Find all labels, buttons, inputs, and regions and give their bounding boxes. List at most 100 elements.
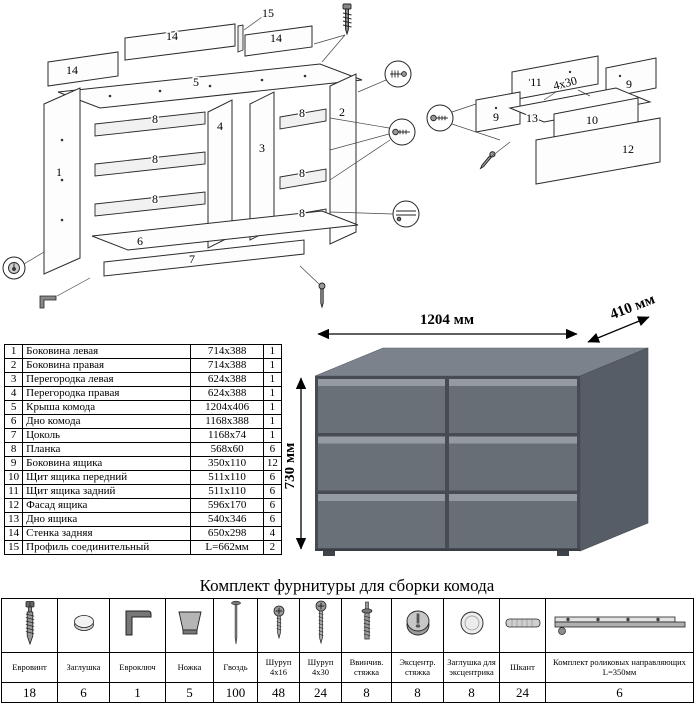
drawer-front: [449, 379, 577, 433]
parts-cell-size: 511х110: [190, 470, 264, 485]
parts-cell-size: 1168х74: [190, 428, 264, 443]
callout-label: 8: [152, 112, 158, 126]
drawer-fronts: [318, 379, 577, 548]
product-render: 1204 мм 410 мм 730 мм: [282, 291, 694, 585]
drawer-front: [318, 379, 445, 433]
screw-icon: [392, 128, 410, 136]
parts-cell-qty: 1: [262, 358, 283, 373]
carcass-diagram: [43, 16, 363, 277]
hardware-callouts: [2, 3, 420, 309]
dresser-side-face: [579, 347, 649, 552]
dresser-image: 1204 мм 410 мм 730 мм: [282, 291, 657, 556]
screw-icon: [479, 151, 496, 170]
side-panel-right-2: [329, 73, 357, 245]
parts-cell-size: 650х298: [190, 526, 264, 541]
callout-label: 5: [193, 75, 199, 89]
parts-cell-num: 12: [3, 498, 24, 513]
parts-cell-name: Дно ящика: [22, 512, 192, 527]
parts-cell-name: Планка: [22, 442, 192, 457]
parts-cell-qty: 6: [262, 470, 283, 485]
plinth-7: [103, 239, 305, 277]
assembly-exploded-diagram: 15 14 14 14 5 1 4 3 2 8 8 8 8 8 8 6 7 11…: [2, 3, 661, 309]
drawer-slide-icon: [396, 210, 416, 222]
parts-cell-num: 11: [3, 484, 24, 499]
callout-label: 9: [493, 110, 499, 124]
parts-cell-size: 624х388: [190, 372, 264, 387]
parts-cell-num: 14: [3, 526, 24, 541]
parts-cell-qty: 1: [262, 400, 283, 415]
callout-label: 2: [339, 105, 345, 119]
parts-cell-size: 568х60: [190, 442, 264, 457]
callout-label: 8: [299, 206, 305, 220]
foot-icon: [165, 598, 214, 653]
callout-label: 8: [299, 106, 305, 120]
hardware-name: Ножка: [165, 652, 214, 683]
drawer-front: [318, 436, 445, 491]
parts-cell-size: 596х170: [190, 498, 264, 513]
hardware-name: Гвоздь: [213, 652, 258, 683]
nail-icon: [213, 598, 258, 653]
callout-label: 6: [137, 234, 143, 248]
parts-cell-qty: 12: [262, 456, 283, 471]
callout-label: 3: [259, 141, 265, 155]
dimension-height-label: 730 мм: [285, 443, 298, 490]
callout-label: 4: [217, 119, 223, 133]
parts-cell-size: 540х346: [190, 512, 264, 527]
parts-cell-num: 6: [3, 414, 24, 429]
parts-cell-size: 714х388: [190, 358, 264, 373]
parts-cell-name: Боковина левая: [22, 344, 192, 359]
callout-label: 14: [66, 63, 78, 77]
hardware-name: Эксцентр. стяжка: [391, 652, 444, 683]
connecting-profile-15: [237, 24, 244, 53]
back-panel-14: [244, 25, 313, 57]
parts-cell-qty: 2: [262, 540, 283, 555]
cam-lock-icon: [8, 262, 20, 274]
hardware-name: Евроключ: [109, 652, 166, 683]
parts-cell-size: 714х388: [190, 344, 264, 359]
screw-4x30-icon: [299, 598, 342, 653]
parts-cell-qty: 1: [262, 428, 283, 443]
drawer-slide-icon: [545, 598, 694, 653]
dresser-base-line: [315, 549, 580, 551]
parts-cell-qty: 1: [262, 386, 283, 401]
parts-cell-num: 9: [3, 456, 24, 471]
parts-cell-num: 7: [3, 428, 24, 443]
bottom-panel-6: [91, 210, 359, 251]
plank-8: [279, 108, 327, 130]
cap-icon: [57, 598, 110, 653]
drawer-side-9: [605, 57, 657, 99]
dresser-foot: [323, 551, 335, 556]
drawer-bottom-13: [508, 87, 652, 123]
parts-cell-size: 624х388: [190, 386, 264, 401]
parts-cell-name: Перегородка левая: [22, 372, 192, 387]
hardware-name: Ввинчив. стяжка: [341, 652, 392, 683]
cam-lock-icon: [391, 598, 444, 653]
hardware-kit-title: Комплект фурнитуры для сборки комода: [199, 576, 495, 595]
drawer-front: [449, 494, 577, 548]
parts-cell-qty: 6: [262, 512, 283, 527]
parts-cell-size: 1168х388: [190, 414, 264, 429]
parts-cell-num: 13: [3, 512, 24, 527]
parts-cell-num: 1: [3, 344, 24, 359]
screw-icon: [318, 282, 326, 309]
parts-cell-qty: 1: [262, 414, 283, 429]
hardware-table-row: [1, 598, 694, 653]
hardware-name: Шуруп 4х16: [257, 652, 300, 683]
drawer-side-9: [475, 91, 521, 133]
cam-cap-icon: [443, 598, 500, 653]
euro-screw-icon: [1, 598, 58, 653]
hardware-name: Евровинт: [1, 652, 58, 683]
dowel-icon: [499, 598, 546, 653]
plank-8: [94, 111, 206, 137]
callout-label: 1: [56, 165, 62, 179]
parts-cell-name: Фасад ящика: [22, 498, 192, 513]
